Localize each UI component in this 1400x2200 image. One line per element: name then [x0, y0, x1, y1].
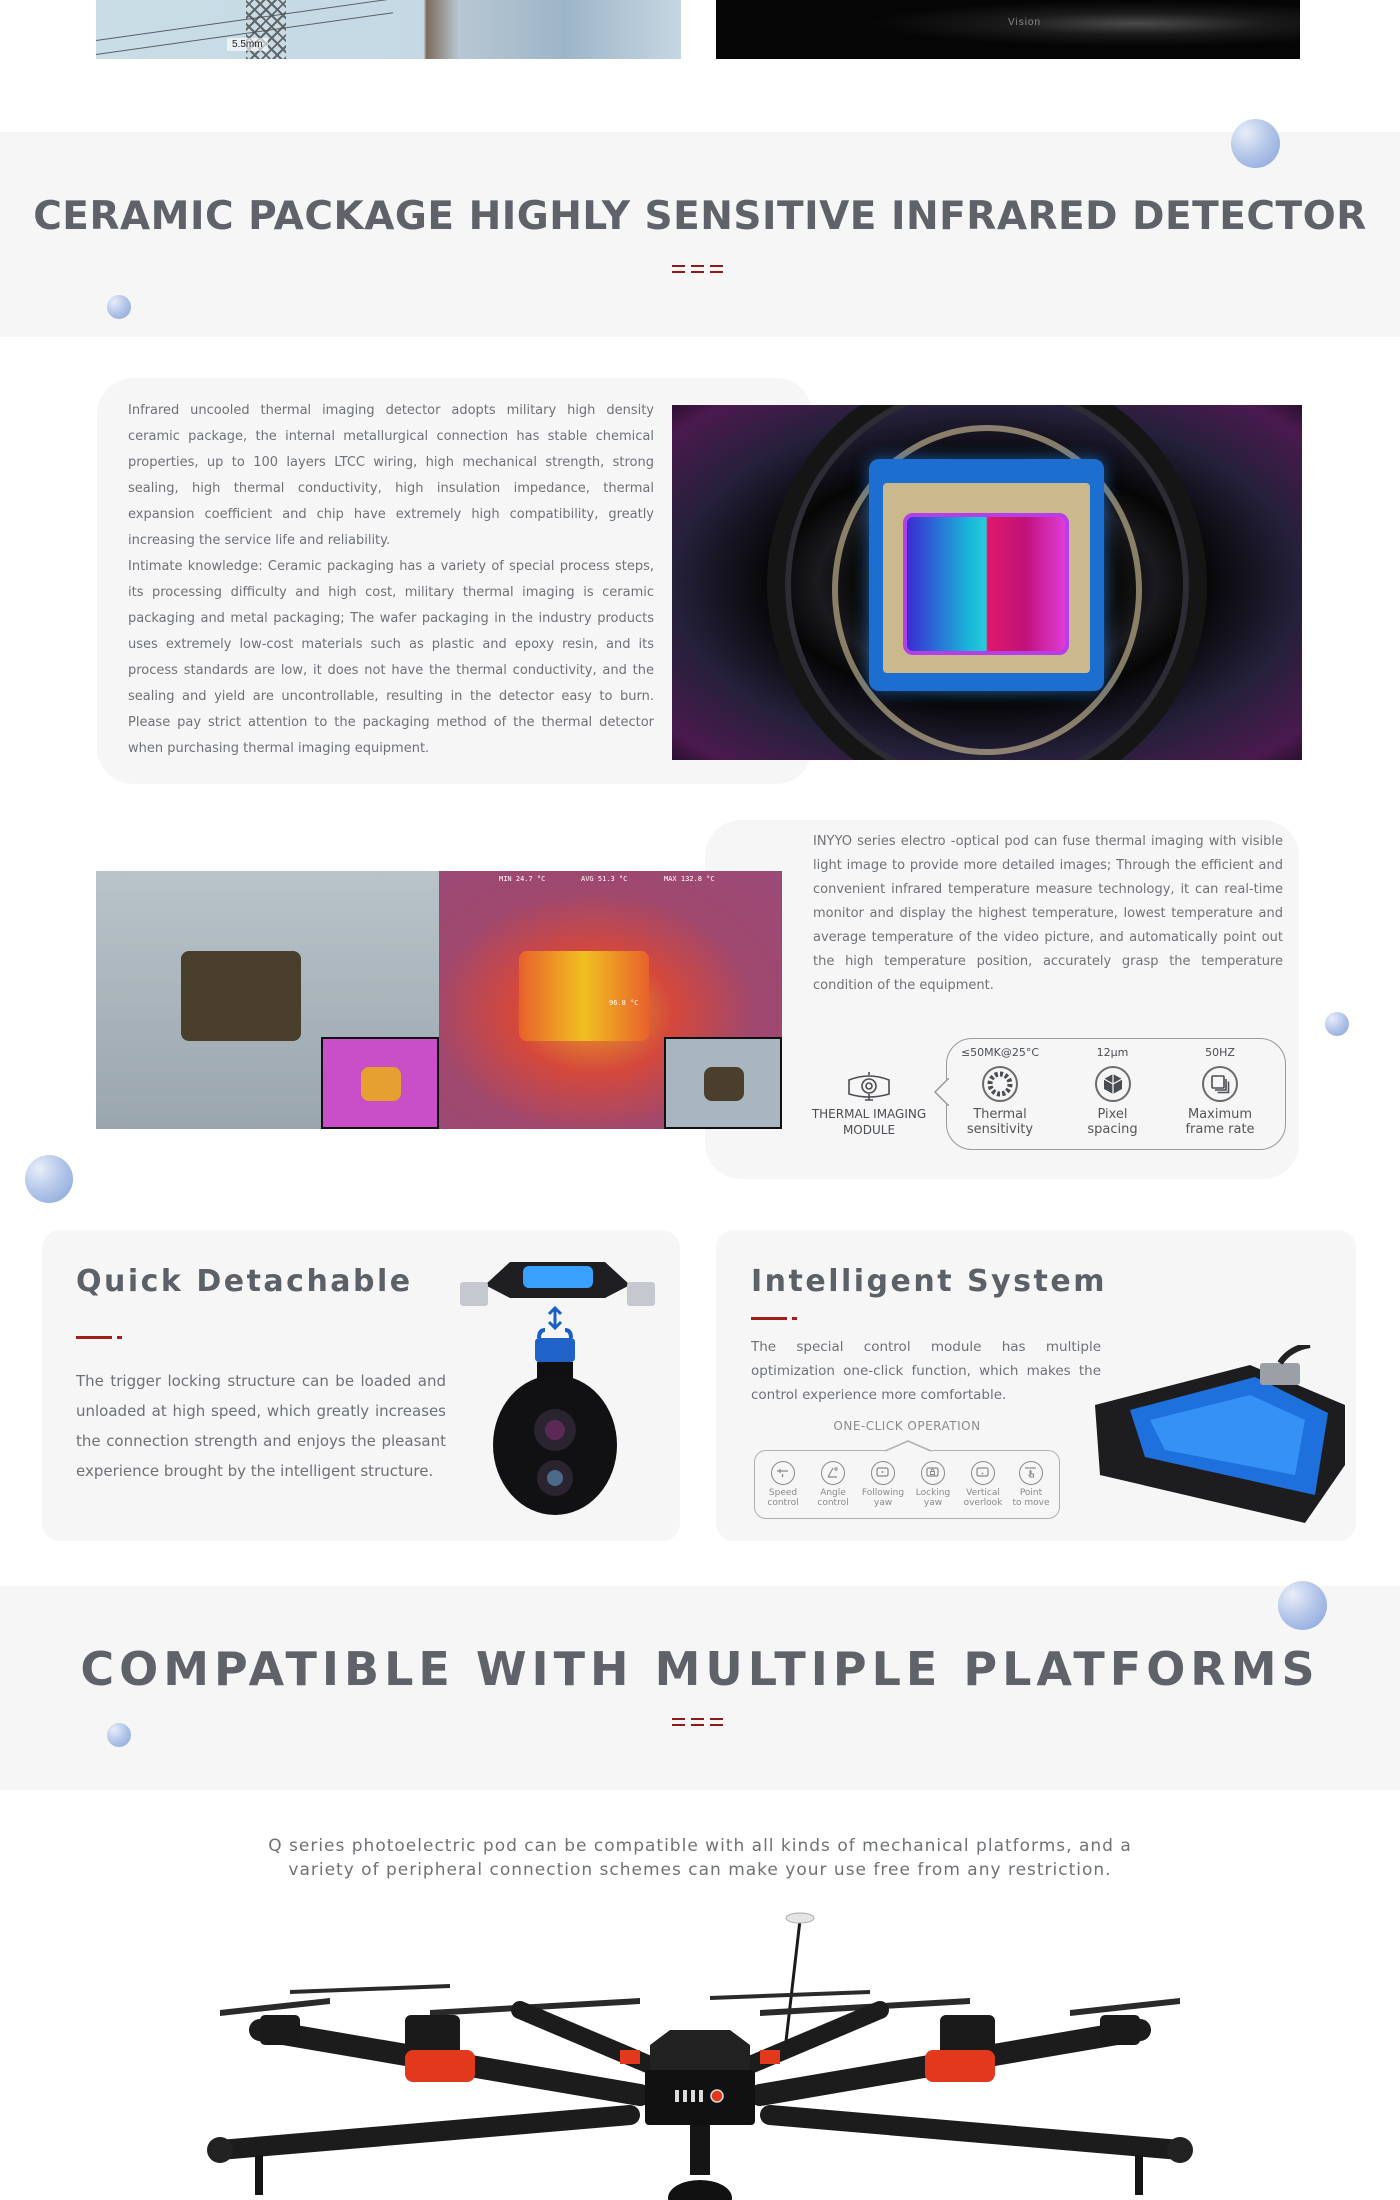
hot-device	[519, 951, 649, 1041]
decor-bubble-icon	[107, 1723, 131, 1747]
spec-bracket-notch	[933, 1078, 950, 1106]
vertical-overlook-icon	[971, 1461, 995, 1485]
thermal-camera-icon	[843, 1070, 895, 1106]
hexacopter-drone-image	[200, 1900, 1200, 2200]
temp-point: 96.8 °C	[609, 999, 639, 1007]
decor-bubble-icon	[1278, 1581, 1327, 1630]
locking-yaw-icon	[921, 1461, 945, 1485]
module-label-line1: THERMAL IMAGING	[811, 1107, 927, 1121]
title-divider	[672, 1718, 723, 1726]
section-title-platforms: COMPATIBLE WITH MULTIPLE PLATFORMS	[80, 1642, 1320, 1696]
thermal-fusion-image: MIN 24.7 °C AVG 51.3 °C MAX 132.8 °C 96.…	[96, 871, 782, 1129]
thermal-inset	[321, 1037, 439, 1129]
section-header-band	[0, 1586, 1400, 1790]
op-label: Angle	[820, 1488, 846, 1498]
cube-icon	[1094, 1066, 1131, 1102]
op-label: Locking	[915, 1488, 951, 1498]
platforms-description-line1: Q series photoelectric pod can be compat…	[268, 1836, 1132, 1856]
op-locking-yaw[interactable]: Locking yaw	[908, 1461, 958, 1508]
spec-label: frame rate	[1185, 1122, 1255, 1137]
control-module-image	[1090, 1342, 1350, 1525]
module-label-line2: MODULE	[842, 1123, 896, 1137]
inset-device	[704, 1067, 744, 1101]
op-label: Following	[861, 1488, 905, 1498]
section-header-band	[0, 132, 1400, 337]
point-to-move-icon	[1019, 1461, 1043, 1485]
insulator-device	[181, 951, 301, 1041]
detector-paragraph-2: Intimate knowledge: Ceramic packaging ha…	[128, 559, 654, 756]
spec-label: spacing	[1087, 1122, 1138, 1137]
detector-chip-image	[672, 405, 1302, 760]
fusion-description: INYYO series electro -optical pod can fu…	[813, 834, 1283, 993]
ceramic-chip	[869, 459, 1104, 691]
detector-description: Infrared uncooled thermal imaging detect…	[128, 398, 654, 762]
op-label: overlook	[963, 1498, 1003, 1508]
sensor-array	[903, 513, 1069, 655]
spec-label: Thermal	[973, 1107, 1027, 1122]
decor-bubble-icon	[1325, 1012, 1349, 1036]
speed-control-icon	[771, 1461, 795, 1485]
op-following-yaw[interactable]: Following yaw	[858, 1461, 908, 1508]
spec-pixel-spacing: 12μm Pixel spacing	[1070, 1046, 1155, 1137]
inset-device	[361, 1067, 401, 1101]
op-label: Point	[1019, 1488, 1043, 1498]
measurement-label: 5.5mm	[227, 38, 268, 51]
visible-inset	[664, 1037, 782, 1129]
op-label: control	[817, 1498, 849, 1508]
night-vision-image: Vision	[716, 0, 1300, 59]
spec-value: ≤50MK@25°C	[960, 1046, 1040, 1059]
angle-control-icon	[821, 1461, 845, 1485]
visible-light-view	[96, 871, 439, 1129]
vision-caption: Vision	[1008, 17, 1042, 28]
spec-value: 50HZ	[1205, 1046, 1235, 1059]
power-tower-image: 5.5mm	[96, 0, 681, 59]
op-speed-control[interactable]: Speed control	[758, 1461, 808, 1508]
quick-detachable-description: The trigger locking structure can be loa…	[76, 1372, 446, 1480]
decor-bubble-icon	[25, 1155, 73, 1203]
module-label: THERMAL IMAGING MODULE	[800, 1106, 938, 1138]
following-yaw-icon	[871, 1461, 895, 1485]
aperture-icon	[982, 1066, 1018, 1102]
decor-bubble-icon	[107, 295, 131, 319]
ops-box-notch	[885, 1440, 931, 1452]
lens-glow-ring	[832, 425, 1142, 755]
spec-label: Pixel	[1097, 1107, 1128, 1122]
spec-thermal-sensitivity: ≤50MK@25°C Thermal sensitivity	[955, 1046, 1045, 1137]
temp-min: MIN 24.7 °C	[499, 875, 546, 883]
op-vertical-overlook[interactable]: Vertical overlook	[958, 1461, 1008, 1508]
one-click-operation-title: ONE-CLICK OPERATION	[833, 1419, 981, 1433]
section-title-detector: CERAMIC PACKAGE HIGHLY SENSITIVE INFRARE…	[33, 194, 1367, 239]
op-angle-control[interactable]: Angle control	[808, 1461, 858, 1508]
spec-frame-rate: 50HZ Maximum frame rate	[1175, 1046, 1265, 1137]
spec-label: Maximum	[1187, 1107, 1253, 1122]
platforms-description: Q series photoelectric pod can be compat…	[0, 1834, 1400, 1882]
op-label: Vertical	[966, 1488, 1000, 1498]
thermal-view: MIN 24.7 °C AVG 51.3 °C MAX 132.8 °C 96.…	[439, 871, 782, 1129]
op-label: Speed	[768, 1488, 798, 1498]
temp-avg: AVG 51.3 °C	[581, 875, 628, 883]
op-label: yaw	[873, 1498, 893, 1508]
intelligent-system-title: Intelligent System	[751, 1264, 1107, 1299]
decor-bubble-icon	[1231, 119, 1280, 168]
temp-max: MAX 132.8 °C	[664, 875, 715, 883]
detector-paragraph-1: Infrared uncooled thermal imaging detect…	[128, 403, 654, 548]
quick-detachable-title: Quick Detachable	[76, 1264, 413, 1299]
op-point-to-move[interactable]: Point to move	[1006, 1461, 1056, 1508]
intelligent-system-description: The special control module has multiple …	[751, 1339, 1101, 1403]
power-line	[96, 0, 394, 41]
fusion-card	[705, 820, 1299, 1179]
title-divider	[672, 265, 723, 273]
platforms-description-line2: variety of peripheral connection schemes…	[288, 1860, 1112, 1880]
op-label: yaw	[923, 1498, 943, 1508]
op-label: control	[767, 1498, 799, 1508]
spec-value: 12μm	[1096, 1046, 1129, 1059]
op-label: to move	[1012, 1498, 1050, 1508]
frames-icon	[1202, 1066, 1238, 1102]
gimbal-camera-image	[455, 1250, 655, 1525]
spec-label: sensitivity	[966, 1122, 1034, 1137]
